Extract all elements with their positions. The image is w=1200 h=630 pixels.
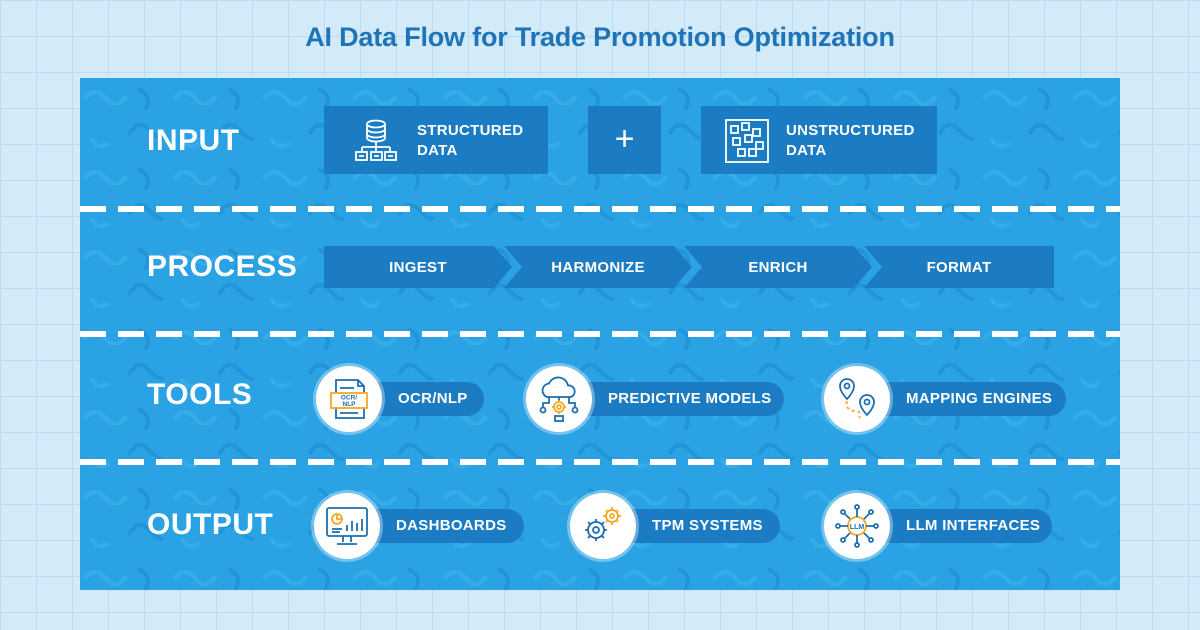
unstructured-data-box: UNSTRUCTURED DATA (701, 106, 937, 174)
row-label-process: PROCESS (147, 250, 298, 283)
process-step-enrich: ENRICH (684, 246, 872, 288)
row-divider (80, 331, 1120, 337)
tool-predictive-models: PREDICTIVE MODELS (558, 382, 784, 416)
svg-text:LLM: LLM (850, 524, 865, 531)
structured-line1: STRUCTURED (417, 122, 524, 139)
row-divider (80, 459, 1120, 465)
svg-text:NLP: NLP (343, 401, 357, 408)
page-title: AI Data Flow for Trade Promotion Optimiz… (305, 22, 895, 52)
llm-circuit-icon: LLM (824, 493, 890, 559)
ocr-document-icon: OCR/ NLP (316, 366, 382, 432)
process-step-harmonize: HARMONIZE (504, 246, 692, 288)
cloud-gear-icon (526, 366, 592, 432)
structured-data-box: STRUCTURED DATA (324, 106, 548, 174)
process-step-ingest: INGEST (324, 246, 512, 288)
process-step-format: FORMAT (864, 246, 1054, 288)
row-divider (80, 206, 1120, 212)
structured-line2: DATA (417, 142, 458, 159)
map-pins-icon (824, 366, 890, 432)
database-icon (352, 117, 400, 169)
unstructured-line2: DATA (786, 142, 827, 159)
scattered-blocks-icon (723, 117, 771, 169)
row-label-output: OUTPUT (147, 508, 274, 541)
row-label-tools: TOOLS (147, 378, 253, 411)
plus-sign: + (588, 106, 661, 174)
monitor-chart-icon (314, 493, 380, 559)
gears-icon (570, 493, 636, 559)
unstructured-line1: UNSTRUCTURED (786, 122, 915, 139)
flow-panel: INPUT STRUCTURED DATA + (80, 78, 1120, 590)
svg-text:OCR/: OCR/ (341, 395, 357, 402)
row-label-input: INPUT (147, 124, 240, 157)
tool-mapping-engines: MAPPING ENGINES (856, 382, 1066, 416)
